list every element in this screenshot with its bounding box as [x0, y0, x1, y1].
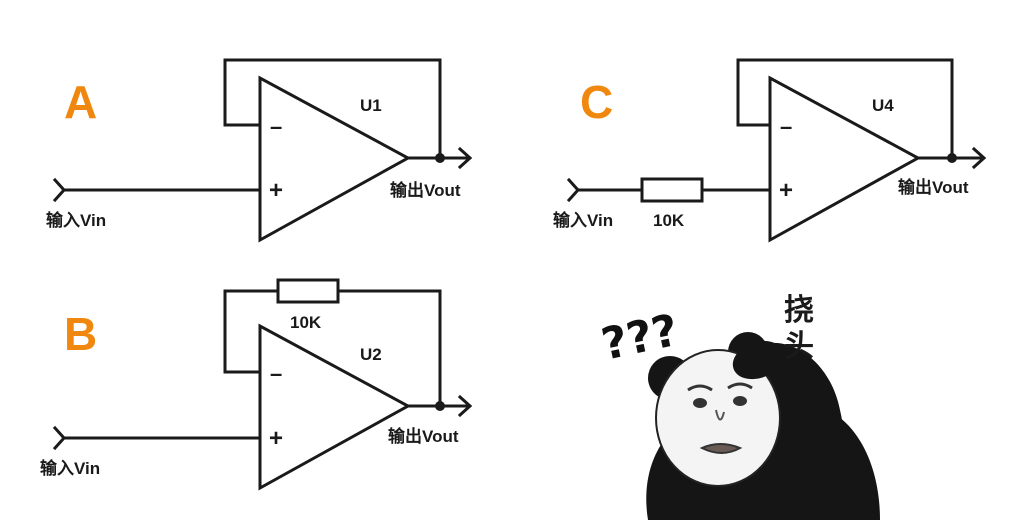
circuit-c-minus: –	[780, 114, 792, 139]
panda-right-eye	[733, 396, 747, 406]
circuit-b-output-label: 输出Vout	[388, 426, 459, 446]
circuit-c-output-label: 输出Vout	[898, 177, 969, 197]
circuit-a: A – + U1 输出Vout 输入Vin	[46, 58, 473, 243]
panda-right-brow	[727, 382, 753, 390]
circuit-c-input-label: 输入Vin	[553, 210, 613, 230]
circuit-c-output-arrow	[971, 146, 987, 170]
circuit-b-output-arrow	[457, 394, 473, 418]
circuit-b-letter: B	[64, 308, 97, 360]
circuit-c-plus: +	[779, 177, 793, 204]
circuit-c-resistor	[640, 177, 704, 203]
circuit-c: C 10K – + U4 输出Vout 输入Vin	[553, 58, 987, 243]
circuit-a-letter: A	[64, 76, 97, 128]
circuit-b: B 10K – + U2 输出Vout 输入Vin	[40, 278, 473, 491]
circuit-c-opamp	[768, 75, 922, 243]
circuit-a-output-arrow	[457, 146, 473, 170]
circuit-c-feedback-wire	[736, 58, 954, 160]
circuit-a-plus: +	[269, 177, 283, 204]
panda-nose	[715, 409, 725, 421]
panda-arm	[760, 342, 844, 500]
circuit-c-letter: C	[580, 76, 613, 128]
circuit-a-output-label: 输出Vout	[390, 180, 461, 200]
circuit-b-junction-dot	[435, 401, 445, 411]
circuit-b-resistor	[276, 278, 340, 304]
circuit-b-input-arrow	[52, 425, 67, 451]
circuit-b-chip-label: U2	[360, 345, 382, 364]
meme-caption-bottom: 头	[784, 330, 814, 363]
panda-left-brow	[687, 384, 713, 392]
panda-meme: ??? 挠 头	[597, 294, 880, 520]
circuit-b-feedback-wire-left	[223, 289, 280, 374]
circuit-b-feedback-wire-right	[336, 289, 442, 408]
circuit-b-resistor-label: 10K	[290, 313, 322, 332]
circuit-c-resistor-label: 10K	[653, 211, 685, 230]
circuit-c-chip-label: U4	[872, 96, 894, 115]
circuit-c-junction-dot	[947, 153, 957, 163]
circuit-a-chip-label: U1	[360, 96, 382, 115]
panda-left-eye	[693, 398, 707, 408]
panda-hand	[732, 340, 784, 380]
circuit-c-input-arrow	[566, 177, 581, 203]
circuit-a-input-arrow	[52, 177, 67, 203]
circuit-b-minus: –	[270, 361, 282, 386]
panda-mouth	[699, 443, 743, 454]
circuit-b-input-label: 输入Vin	[40, 458, 100, 478]
circuit-a-junction-dot	[435, 153, 445, 163]
circuit-b-plus: +	[269, 425, 283, 452]
meme-caption-top: 挠	[784, 294, 814, 327]
circuit-a-minus: –	[270, 114, 282, 139]
circuit-a-input-label: 输入Vin	[46, 210, 106, 230]
circuit-a-feedback-wire	[223, 58, 442, 160]
circuit-a-opamp	[258, 75, 412, 243]
circuit-b-opamp	[258, 323, 412, 491]
